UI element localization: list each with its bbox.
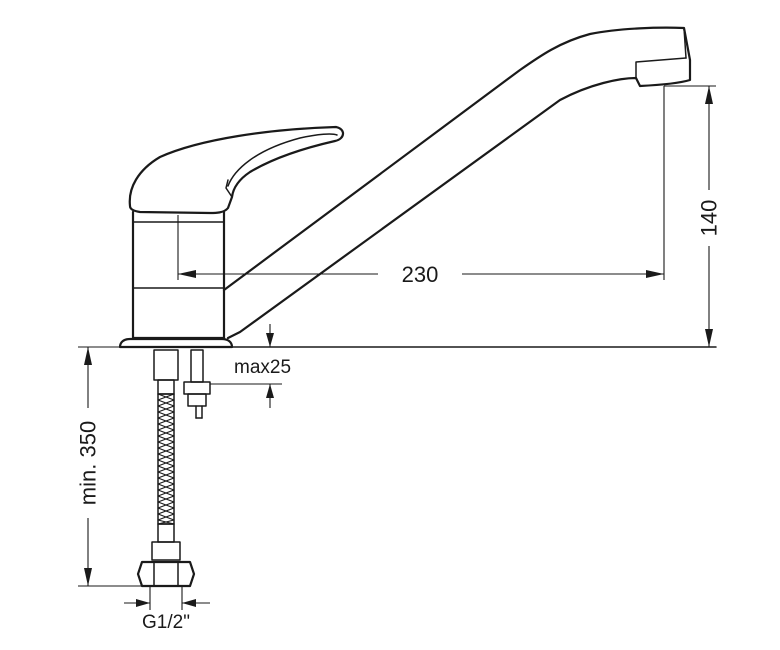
hose-braid-strand — [157, 423, 175, 431]
hose-braid-strand — [157, 489, 175, 497]
braided-hose — [157, 393, 175, 525]
thread-label: G1/2" — [142, 612, 190, 633]
dim-thread: G1/2" — [124, 586, 210, 633]
thread-arrow-right — [182, 599, 196, 607]
mounting-nut-lower — [187, 393, 207, 407]
dim-hose-length: min. 350 — [76, 346, 142, 587]
hose-braid-strand — [157, 429, 175, 437]
hose-braid-strand — [157, 465, 175, 473]
dim-max-thickness: max25 — [210, 324, 291, 408]
hose-braid-strand — [157, 441, 175, 449]
thread-arrow-left — [136, 599, 150, 607]
hose-top-fitting — [153, 349, 179, 381]
hose-nut — [136, 560, 196, 588]
hose-braid-strand — [157, 477, 175, 485]
lever-handle — [128, 125, 345, 215]
hose-braid-strand — [157, 513, 175, 521]
hose-braid-strand — [157, 495, 175, 503]
hose-braid-strand — [157, 411, 175, 419]
spout-tip-edge — [683, 27, 687, 59]
faucet-outline — [118, 26, 717, 588]
height-arrow-top — [705, 86, 713, 104]
hose-sleeve-bottom — [157, 523, 175, 543]
max-arrow-bottom — [266, 384, 274, 398]
hose-braid-strand — [157, 483, 175, 491]
hose-braid-strand — [157, 507, 175, 515]
height-label: 140 — [697, 200, 722, 237]
hose-length-label: min. 350 — [76, 421, 101, 505]
hose-braid-strand — [157, 399, 175, 407]
lever-handle-inner — [227, 133, 338, 187]
hose-braid-strand — [157, 435, 175, 443]
lever-handle-edge — [225, 179, 233, 198]
hose-braid-strand — [157, 471, 175, 479]
hose-bottom-fitting — [151, 541, 181, 561]
hose-braid-strand — [157, 405, 175, 413]
spout-tip — [635, 57, 687, 79]
height-arrow-bottom — [705, 329, 713, 347]
hose-braid-strand — [157, 417, 175, 425]
hose-braid-strand — [157, 447, 175, 455]
hose-arrow-top — [84, 347, 92, 365]
max-label: max25 — [234, 357, 291, 378]
hose-braid-strand — [157, 459, 175, 467]
hose-braid-strand — [157, 393, 175, 401]
hose-arrow-bottom — [84, 568, 92, 586]
hose-braid-strand — [157, 501, 175, 509]
hose-sleeve-top — [157, 379, 175, 395]
base-plate — [118, 337, 234, 349]
hose-braid-strand — [157, 453, 175, 461]
reach-arrow-right — [646, 270, 664, 278]
reach-arrow-left — [178, 270, 196, 278]
dim-spout-reach: 230 — [177, 86, 665, 287]
mounting-stud — [190, 349, 204, 383]
dim-spout-height: 140 — [664, 85, 722, 347]
reach-label: 230 — [402, 262, 439, 287]
mounting-nut — [183, 381, 211, 395]
max-arrow-top — [266, 333, 274, 347]
spout-outer — [222, 26, 692, 340]
